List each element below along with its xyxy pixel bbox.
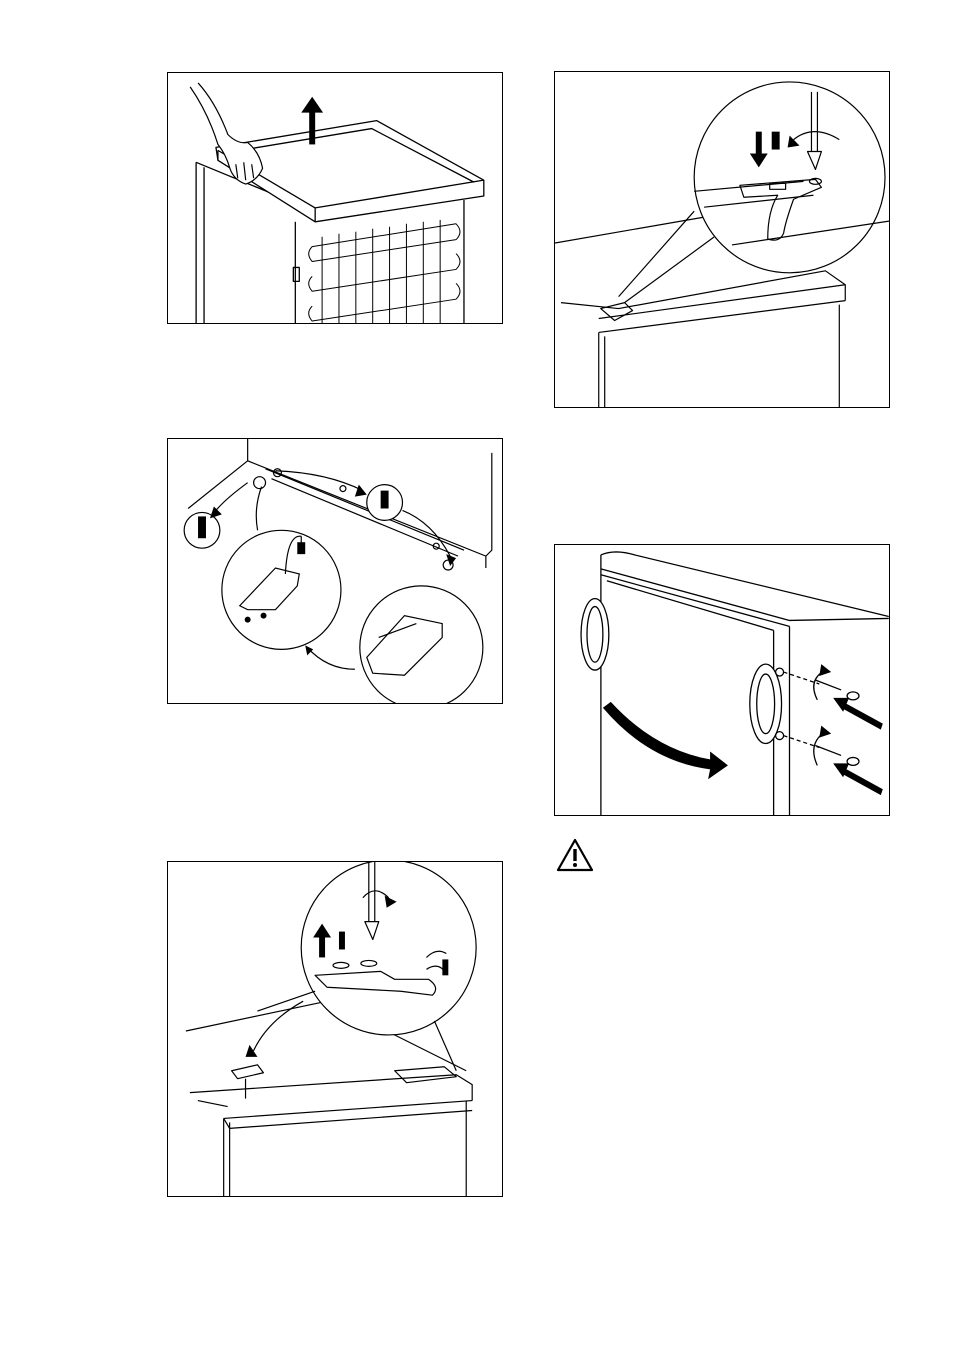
- unscrew-hinge-pin-illustration: [168, 862, 502, 1196]
- door-handle-swap-illustration: [555, 545, 889, 815]
- lift-top-cover-illustration: [168, 73, 502, 323]
- figure-fasten-top-hinge: [554, 71, 890, 408]
- figure-remove-top-hinge: [167, 438, 503, 704]
- warning-symbol: [556, 838, 594, 872]
- figure-reinstall-top-hinge: [167, 861, 503, 1197]
- figure-remove-top-cover: [167, 72, 503, 324]
- screw-hinge-detail-illustration: [168, 439, 502, 703]
- screwdriver-hinge-illustration: [555, 72, 889, 407]
- warning-triangle-icon: [556, 838, 594, 872]
- figure-move-handle: [554, 544, 890, 816]
